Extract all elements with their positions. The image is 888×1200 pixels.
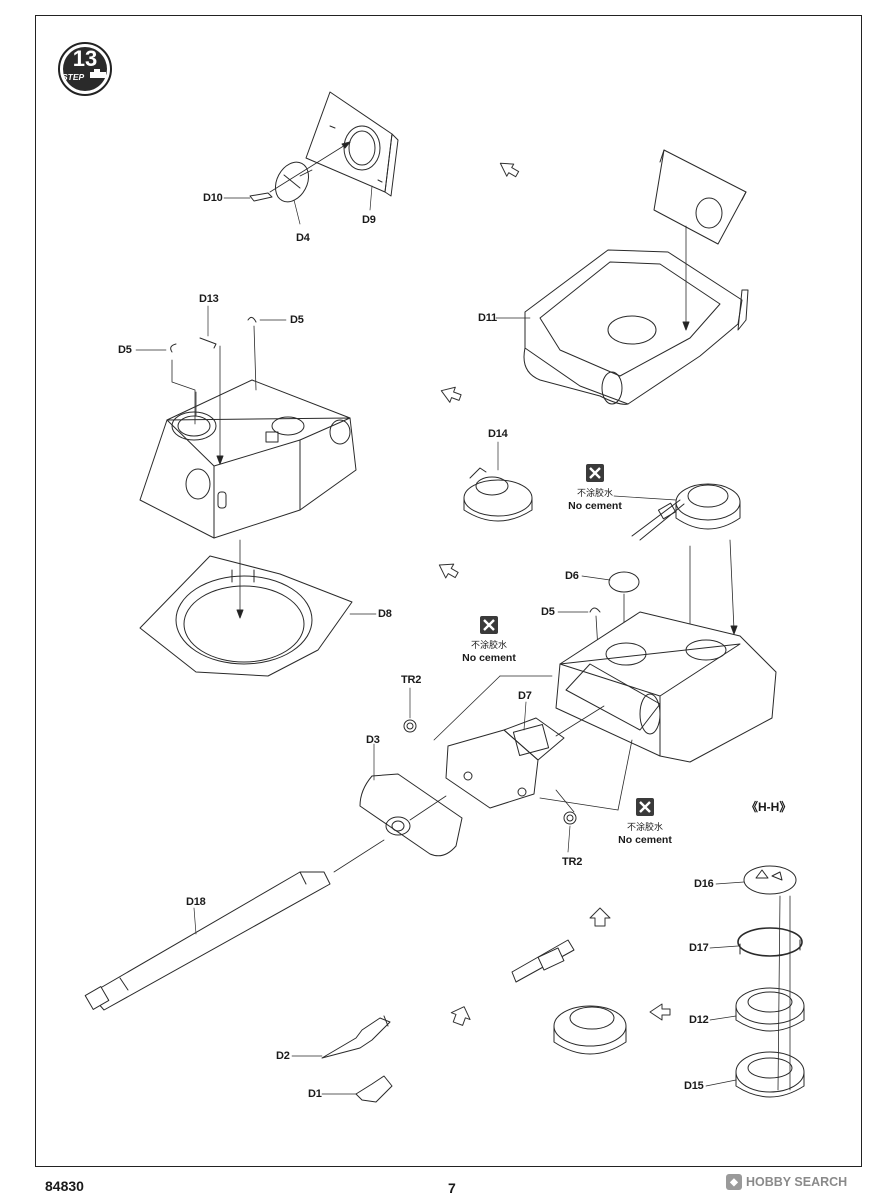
label-d7: D7 [518, 690, 532, 702]
part-d17-ring [737, 927, 803, 957]
part-d11-rear-box [523, 149, 749, 405]
leader-lines [135, 185, 745, 1095]
part-d5-top [247, 316, 257, 323]
part-d5-left [170, 343, 177, 353]
label-d9: D9 [362, 214, 376, 226]
part-d1-mount [355, 1075, 393, 1103]
page-number: 7 [448, 1180, 456, 1196]
part-d15-base [735, 1051, 805, 1098]
label-d12: D12 [689, 1014, 709, 1026]
part-d2-mg [321, 1015, 391, 1059]
no-cement-cn: 不涂胶水 [470, 641, 507, 651]
watermark-text: HOBBY SEARCH [746, 1175, 848, 1189]
label-tr2-upper: TR2 [401, 674, 422, 686]
part-d14-cupola [463, 467, 533, 522]
no-cement-en: No cement [462, 652, 516, 664]
part-d7-mantlet [445, 717, 565, 809]
label-d5-left: D5 [118, 344, 132, 356]
part-tr2-upper [403, 719, 417, 733]
label-d16: D16 [694, 878, 714, 890]
no-cement-note-1: 不涂胶水 No cement [560, 464, 630, 512]
direction-arrows [438, 162, 671, 1026]
label-tr2-lower: TR2 [562, 856, 583, 868]
watermark: ◆ HOBBY SEARCH [726, 1174, 847, 1190]
part-d9-hatch-plate [305, 91, 399, 197]
no-cement-en: No cement [618, 834, 672, 846]
label-d5-top: D5 [290, 314, 304, 326]
part-cupola-bottom [511, 939, 627, 1055]
label-d17: D17 [689, 942, 709, 954]
part-d10-handle [249, 192, 273, 202]
no-cement-cn: 不涂胶水 [576, 489, 613, 499]
section-label-hh: 《H-H》 [746, 800, 792, 814]
label-d2: D2 [276, 1050, 290, 1062]
part-turret-main [555, 611, 777, 763]
part-tr2-lower [563, 811, 577, 825]
label-d3: D3 [366, 734, 380, 746]
label-d13: D13 [199, 293, 219, 305]
part-d4-cover [274, 161, 310, 203]
part-d12-ring [735, 987, 805, 1032]
part-d3-gun-sleeve [359, 773, 463, 857]
no-cement-icon [586, 464, 604, 482]
product-code: 84830 [45, 1178, 84, 1194]
no-cement-cn: 不涂胶水 [626, 823, 663, 833]
guide-line [269, 141, 351, 193]
label-d5-right: D5 [541, 606, 555, 618]
no-cement-en: No cement [568, 500, 622, 512]
part-d8-ring-base [139, 555, 353, 677]
step-word: STEP [62, 72, 85, 82]
page-frame [35, 15, 862, 1167]
label-d14: D14 [488, 428, 508, 440]
part-d5-right [589, 607, 601, 613]
label-d8: D8 [378, 608, 392, 620]
label-d6: D6 [565, 570, 579, 582]
part-cupola-mg-right [631, 483, 741, 541]
label-d11: D11 [478, 312, 497, 324]
label-d15: D15 [684, 1080, 704, 1092]
no-cement-icon [480, 616, 498, 634]
part-turret-left [139, 379, 357, 539]
step-number: 13 [72, 46, 98, 71]
part-d13-grab-handle [199, 337, 217, 349]
watermark-logo-icon: ◆ [726, 1174, 742, 1190]
no-cement-icon [636, 798, 654, 816]
label-d1: D1 [308, 1088, 322, 1100]
guide-arrowhead [341, 141, 351, 149]
label-d4: D4 [296, 232, 310, 244]
part-d16-top [743, 865, 797, 895]
label-d10: D10 [203, 192, 223, 204]
part-d18-barrel [84, 871, 331, 1011]
no-cement-note-2: 不涂胶水 No cement [454, 616, 524, 664]
no-cement-note-3: 不涂胶水 No cement [610, 798, 680, 846]
part-d6-lid [608, 571, 640, 593]
step-badge-shape [58, 42, 112, 96]
step-badge: 13 STEP [54, 42, 116, 96]
label-d18: D18 [186, 896, 206, 908]
